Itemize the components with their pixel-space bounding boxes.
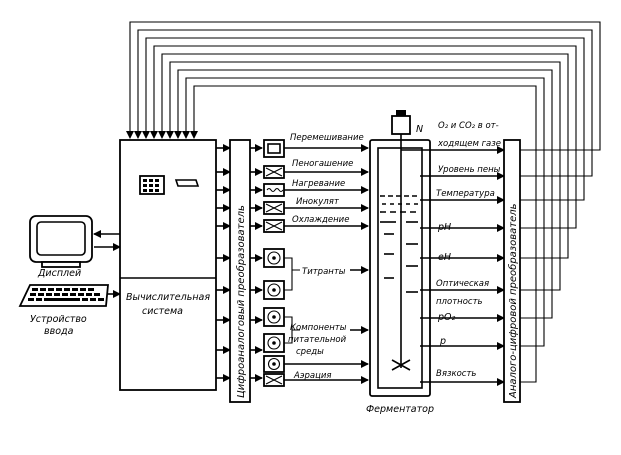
display-monitor <box>29 215 93 268</box>
sensor-label-offgas-1: O₂ и CO₂ в от- <box>438 121 499 131</box>
sensor-label-temperature: Температура <box>436 189 495 199</box>
adc-block <box>503 139 521 403</box>
stirrer-icon <box>263 139 285 158</box>
io-arrows <box>93 230 121 298</box>
keyboard-icon <box>18 284 109 307</box>
sensor-label-eh: eH <box>438 252 451 263</box>
sensor-label-od-2: плотность <box>436 297 483 307</box>
pump-icon <box>263 333 285 353</box>
n-label: N <box>416 124 423 135</box>
actuator-label-titrants: Титранты <box>302 267 346 277</box>
computer-to-dac-arrows <box>216 144 231 382</box>
pump-icon <box>263 355 285 373</box>
valve-icon <box>263 165 285 179</box>
sensor-label-p: p <box>439 336 446 347</box>
dac-block <box>229 139 251 403</box>
dac-label: Цифроаналоговый преобразователь <box>235 205 247 398</box>
valve-icon <box>263 219 285 233</box>
fermenter-vessel <box>369 110 431 397</box>
sensor-label-offgas-2: ходящем газе <box>437 139 501 149</box>
sensor-lines <box>401 146 505 386</box>
pump-icon <box>263 280 285 300</box>
adc-label: Аналого-цифровой преобразователь <box>507 203 519 399</box>
actuator-icons <box>263 139 285 387</box>
valve-icon <box>263 373 285 387</box>
actuator-label-nutrients-2: питательной <box>288 335 347 345</box>
valve-icon <box>263 201 285 215</box>
dac-to-actuators-arrows <box>250 144 263 382</box>
computer-label-2: система <box>142 306 183 317</box>
input-device-label-2: ввода <box>44 326 74 337</box>
computer-label-1: Вычислительная <box>126 292 210 303</box>
actuator-label-nutrients-3: среды <box>296 347 324 357</box>
pump-icon <box>263 248 285 268</box>
actuator-label-cooling: Охлаждение <box>292 215 349 225</box>
actuator-label-stirring: Перемешивание <box>290 133 364 143</box>
actuator-label-aeration: Аэрация <box>293 371 332 381</box>
sensor-label-ph: pH <box>437 222 451 233</box>
pump-icon <box>263 307 285 327</box>
actuator-label-heating: Нагревание <box>292 179 345 189</box>
input-device-label-1: Устройство <box>30 314 87 325</box>
sensor-label-viscosity: Вязкость <box>436 369 476 379</box>
fermenter-label: Ферментатор <box>366 404 434 415</box>
actuator-label-nutrients-1: Компоненты <box>290 323 347 333</box>
actuator-label-inoculum: Инокулят <box>296 197 340 207</box>
sensor-label-foam: Уровень пены <box>438 165 501 175</box>
sensor-label-od-1: Оптическая <box>436 279 489 289</box>
computer-system <box>119 139 217 391</box>
heater-icon <box>263 183 285 197</box>
actuator-label-defoaming: Пеногашение <box>292 159 353 169</box>
feedback-bus <box>126 21 601 383</box>
actuator-lines <box>284 144 369 384</box>
sensor-label-po2: pO₂ <box>437 312 456 323</box>
display-label: Дисплей <box>37 268 81 279</box>
